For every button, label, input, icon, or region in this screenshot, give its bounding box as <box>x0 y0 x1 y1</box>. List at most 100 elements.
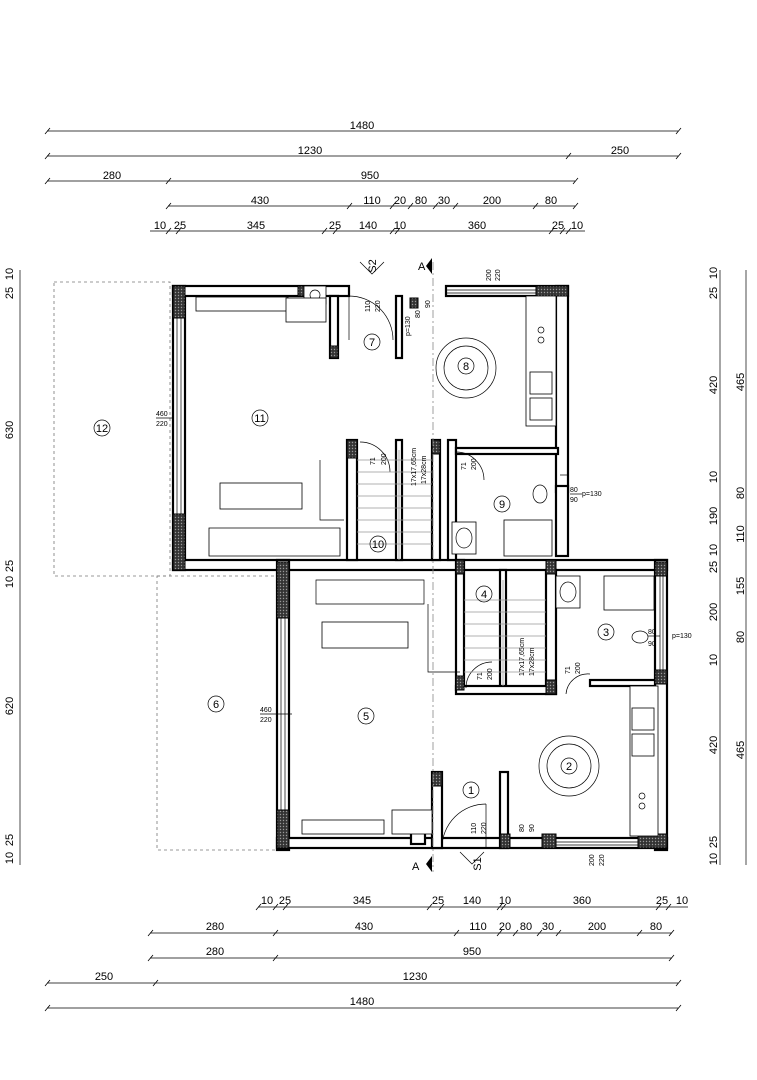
svg-text:220: 220 <box>599 854 606 866</box>
svg-text:17x28cm: 17x28cm <box>421 455 428 484</box>
svg-text:10: 10 <box>154 220 166 232</box>
svg-text:17x17,65cm: 17x17,65cm <box>519 638 526 676</box>
svg-text:110: 110 <box>735 525 747 543</box>
room-8-label: 8 <box>463 361 469 373</box>
svg-text:10: 10 <box>708 853 720 865</box>
svg-text:200: 200 <box>471 458 478 470</box>
svg-text:430: 430 <box>355 921 373 933</box>
svg-text:80: 80 <box>650 921 662 933</box>
svg-text:10: 10 <box>708 654 720 666</box>
svg-text:360: 360 <box>573 895 591 907</box>
svg-text:25: 25 <box>279 895 291 907</box>
svg-text:90: 90 <box>425 300 432 308</box>
top-dimension-chain: 1480 1230 250 280 950 430 110 20 80 30 2… <box>44 120 682 235</box>
svg-text:25: 25 <box>4 834 16 846</box>
svg-text:465: 465 <box>735 373 747 391</box>
svg-text:10: 10 <box>4 268 16 280</box>
svg-text:25: 25 <box>708 287 720 299</box>
room-4-label: 4 <box>481 589 487 601</box>
svg-text:80: 80 <box>520 921 532 933</box>
svg-text:460: 460 <box>260 707 272 714</box>
svg-text:80: 80 <box>570 487 578 494</box>
svg-text:80: 80 <box>735 631 747 643</box>
svg-text:25: 25 <box>708 561 720 573</box>
room-3-label: 3 <box>603 627 609 639</box>
svg-text:200: 200 <box>486 269 493 281</box>
svg-text:110: 110 <box>471 823 478 834</box>
svg-text:190: 190 <box>708 507 720 525</box>
section-s1-label: S1 <box>472 857 484 870</box>
svg-text:220: 220 <box>260 717 272 724</box>
right-dimension-chain: 25 10 420 10 80 190 110 25 10 155 200 80… <box>708 267 747 865</box>
svg-text:1230: 1230 <box>403 971 427 983</box>
svg-text:1230: 1230 <box>298 145 322 157</box>
svg-text:71: 71 <box>477 672 484 680</box>
svg-text:140: 140 <box>359 220 377 232</box>
svg-text:30: 30 <box>438 195 450 207</box>
columns <box>172 285 668 849</box>
svg-text:345: 345 <box>247 220 265 232</box>
svg-text:25: 25 <box>708 836 720 848</box>
room-11-label: 11 <box>254 413 265 425</box>
svg-text:140: 140 <box>463 895 481 907</box>
furniture-upper <box>195 285 557 557</box>
svg-text:280: 280 <box>206 946 224 958</box>
svg-text:155: 155 <box>735 577 747 595</box>
svg-text:630: 630 <box>4 421 16 439</box>
svg-text:200: 200 <box>589 854 596 866</box>
svg-text:345: 345 <box>353 895 371 907</box>
svg-text:620: 620 <box>4 697 16 715</box>
svg-text:280: 280 <box>206 921 224 933</box>
svg-text:220: 220 <box>495 269 502 281</box>
svg-text:10: 10 <box>571 220 583 232</box>
svg-text:90: 90 <box>648 641 656 648</box>
svg-text:200: 200 <box>575 662 582 674</box>
terrace-12 <box>53 281 171 577</box>
left-dimension-chain: 25 10 630 10 25 620 10 25 <box>4 268 21 865</box>
svg-text:80: 80 <box>519 824 526 832</box>
svg-text:80: 80 <box>415 195 427 207</box>
svg-text:p=130: p=130 <box>582 491 602 498</box>
svg-text:200: 200 <box>708 603 720 621</box>
svg-text:220: 220 <box>481 822 488 834</box>
section-s2-label: S2 <box>367 259 379 272</box>
svg-text:950: 950 <box>361 170 379 182</box>
svg-text:465: 465 <box>735 741 747 759</box>
svg-text:80: 80 <box>415 310 422 318</box>
svg-text:220: 220 <box>375 300 382 312</box>
svg-text:10: 10 <box>394 220 406 232</box>
svg-text:25: 25 <box>329 220 341 232</box>
room-10-label: 10 <box>372 539 384 551</box>
walls <box>171 284 669 852</box>
svg-text:80: 80 <box>545 195 557 207</box>
svg-text:10: 10 <box>708 544 720 556</box>
svg-text:250: 250 <box>95 971 113 983</box>
svg-text:360: 360 <box>468 220 486 232</box>
svg-text:30: 30 <box>542 921 554 933</box>
svg-text:25: 25 <box>4 560 16 572</box>
section-a-bottom-label: A <box>412 861 420 873</box>
svg-text:220: 220 <box>156 421 168 428</box>
section-a-top-label: A <box>418 261 426 273</box>
svg-text:420: 420 <box>708 376 720 394</box>
stairs-upper <box>357 450 432 560</box>
svg-text:10: 10 <box>708 267 720 279</box>
svg-text:110: 110 <box>469 921 487 933</box>
room-6-label: 6 <box>213 699 219 711</box>
svg-text:280: 280 <box>103 170 121 182</box>
room-5-label: 5 <box>363 711 369 723</box>
svg-text:200: 200 <box>483 195 501 207</box>
top-dim-1480: 1480 <box>350 120 374 132</box>
svg-text:10: 10 <box>676 895 688 907</box>
svg-text:71: 71 <box>370 457 377 465</box>
room-7-label: 7 <box>369 337 375 349</box>
svg-text:10: 10 <box>4 852 16 864</box>
svg-text:1480: 1480 <box>350 996 374 1008</box>
svg-text:200: 200 <box>487 668 494 680</box>
svg-text:10: 10 <box>261 895 273 907</box>
room-12-label: 12 <box>96 423 108 435</box>
stairs-lower <box>464 580 546 686</box>
svg-text:17x28cm: 17x28cm <box>529 647 536 676</box>
room-9-label: 9 <box>499 499 505 511</box>
svg-text:430: 430 <box>251 195 269 207</box>
